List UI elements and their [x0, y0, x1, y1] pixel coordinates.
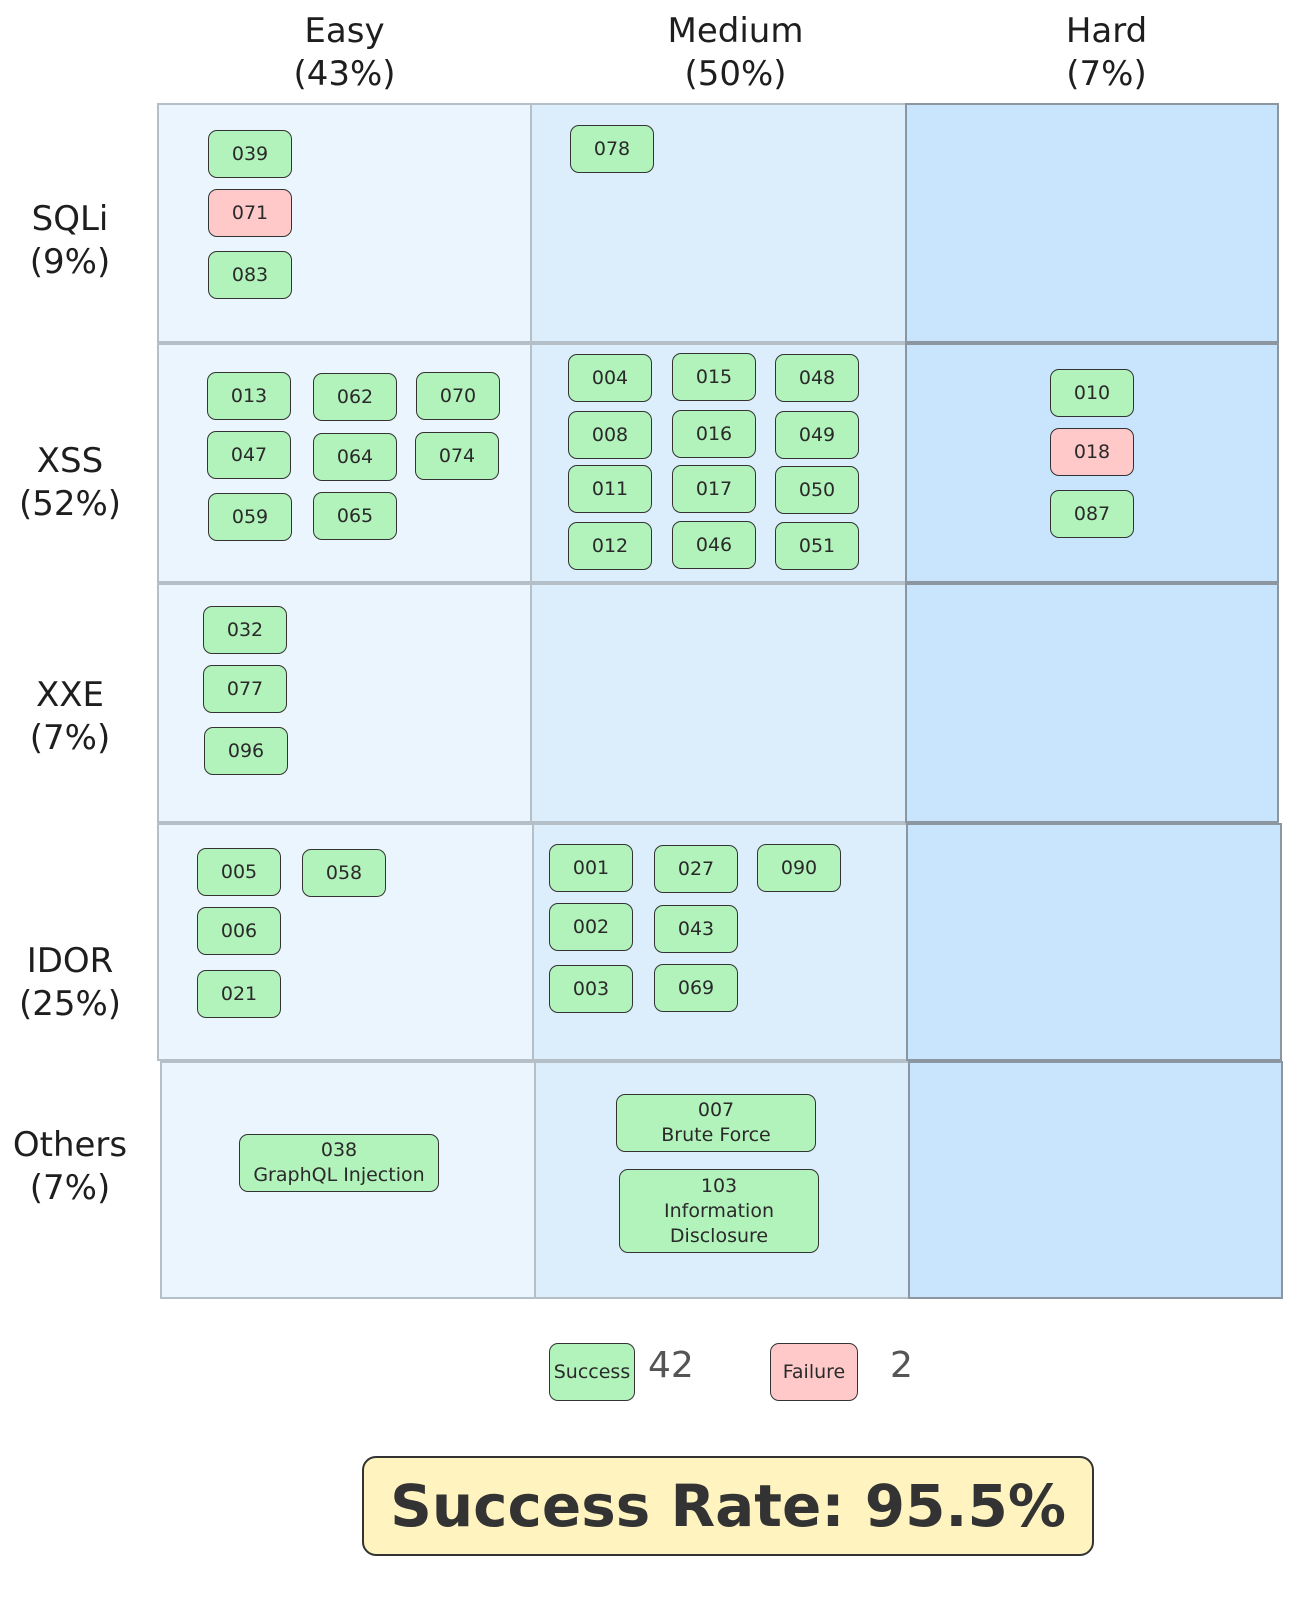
- chip-label: Disclosure: [669, 1224, 769, 1247]
- row-percent: (25%): [18, 984, 122, 1024]
- cell-sqli-easy: 039 071 083: [157, 103, 532, 343]
- row-header-idor: IDOR (25%): [0, 940, 140, 1026]
- cell-sqli-hard: [905, 103, 1279, 343]
- column-header-easy: Easy (43%): [157, 10, 532, 96]
- chip-success[interactable]: 008: [568, 411, 652, 459]
- chip-success[interactable]: 003: [549, 965, 633, 1013]
- row-percent: (9%): [29, 242, 111, 282]
- chip-success[interactable]: 059: [208, 493, 292, 541]
- row-name: Others: [12, 1125, 128, 1165]
- chip-success[interactable]: 001: [549, 844, 633, 892]
- cell-sqli-medium: 078: [530, 103, 907, 343]
- chip-success[interactable]: 021: [197, 970, 281, 1018]
- chip-id: 038: [320, 1139, 358, 1161]
- row-header-xxe: XXE (7%): [0, 674, 140, 760]
- chip-failure[interactable]: 018: [1050, 428, 1134, 476]
- chip-success[interactable]: 051: [775, 522, 859, 570]
- chip-id: 007: [697, 1099, 735, 1121]
- row-header-xss: XSS (52%): [0, 440, 140, 526]
- chip-success[interactable]: 043: [654, 905, 738, 953]
- chip-success[interactable]: 032: [203, 606, 287, 654]
- cell-others-hard: [908, 1061, 1283, 1299]
- row-name: SQLi: [31, 199, 109, 239]
- cell-idor-medium: 001 027 090 002 043 003 069: [532, 823, 908, 1061]
- chip-success[interactable]: 049: [775, 411, 859, 459]
- row-name: XSS: [36, 441, 104, 481]
- chip-success[interactable]: 013: [207, 372, 291, 420]
- column-name: Easy: [304, 11, 385, 51]
- column-name: Medium: [667, 11, 804, 51]
- chip-success[interactable]: 006: [197, 907, 281, 955]
- chip-success[interactable]: 010: [1050, 369, 1134, 417]
- chip-success[interactable]: 058: [302, 849, 386, 897]
- chip-success[interactable]: 004: [568, 354, 652, 402]
- cell-xxe-easy: 032 077 096: [157, 583, 532, 823]
- legend-success-swatch: Success: [549, 1343, 635, 1401]
- cell-others-medium: 007 Brute Force 103 Information Disclosu…: [534, 1061, 910, 1299]
- row-header-others: Others (7%): [0, 1124, 140, 1210]
- chip-success[interactable]: 005: [197, 848, 281, 896]
- chip-success[interactable]: 002: [549, 903, 633, 951]
- chip-success[interactable]: 074: [415, 432, 499, 480]
- cell-idor-easy: 005 058 006 021: [157, 823, 534, 1061]
- column-percent: (7%): [1066, 54, 1147, 94]
- row-name: IDOR: [26, 941, 114, 981]
- chip-success[interactable]: 046: [672, 521, 756, 569]
- success-rate-box: Success Rate: 95.5%: [362, 1456, 1094, 1556]
- chip-label: GraphQL Injection: [253, 1164, 425, 1186]
- chip-success[interactable]: 065: [313, 492, 397, 540]
- row-percent: (7%): [29, 1168, 111, 1208]
- chip-success[interactable]: 050: [775, 466, 859, 514]
- column-percent: (50%): [684, 54, 787, 94]
- column-percent: (43%): [293, 54, 396, 94]
- cell-others-easy: 038 GraphQL Injection: [160, 1061, 536, 1299]
- chip-success[interactable]: 096: [204, 727, 288, 775]
- cell-idor-hard: [906, 823, 1282, 1061]
- chip-success[interactable]: 090: [757, 844, 841, 892]
- chip-success[interactable]: 069: [654, 964, 738, 1012]
- chip-success[interactable]: 012: [568, 522, 652, 570]
- chip-success[interactable]: 103 Information Disclosure: [619, 1169, 819, 1253]
- cell-xxe-hard: [905, 583, 1279, 823]
- chip-id: 103: [700, 1174, 738, 1197]
- chip-success[interactable]: 011: [568, 465, 652, 513]
- row-percent: (7%): [29, 718, 111, 758]
- row-header-sqli: SQLi (9%): [0, 198, 140, 284]
- chip-label: Information: [664, 1199, 774, 1222]
- chip-success[interactable]: 017: [672, 465, 756, 513]
- chip-success[interactable]: 078: [570, 125, 654, 173]
- column-header-medium: Medium (50%): [548, 10, 923, 96]
- cell-xxe-medium: [530, 583, 907, 823]
- chip-success[interactable]: 048: [775, 354, 859, 402]
- chip-success[interactable]: 087: [1050, 490, 1134, 538]
- legend-failure-swatch: Failure: [770, 1343, 858, 1401]
- chip-success[interactable]: 016: [672, 410, 756, 458]
- cell-xss-easy: 013 062 070 047 064 074 059 065: [157, 343, 532, 583]
- cell-xss-medium: 004 015 048 008 016 049 011 017 050 012 …: [530, 343, 907, 583]
- chip-success[interactable]: 070: [416, 372, 500, 420]
- chip-success[interactable]: 064: [313, 433, 397, 481]
- legend-failure-count: 2: [890, 1345, 913, 1386]
- column-header-hard: Hard (7%): [919, 10, 1294, 96]
- column-name: Hard: [1065, 11, 1148, 51]
- chip-success[interactable]: 077: [203, 665, 287, 713]
- chip-label: Brute Force: [661, 1124, 771, 1146]
- chip-failure[interactable]: 071: [208, 189, 292, 237]
- chip-success[interactable]: 007 Brute Force: [616, 1094, 816, 1152]
- chip-success[interactable]: 083: [208, 251, 292, 299]
- cell-xss-hard: 010 018 087: [905, 343, 1279, 583]
- row-percent: (52%): [18, 484, 122, 524]
- chip-success[interactable]: 015: [672, 353, 756, 401]
- chip-success[interactable]: 062: [313, 373, 397, 421]
- chip-success[interactable]: 039: [208, 130, 292, 178]
- chip-success[interactable]: 047: [207, 431, 291, 479]
- row-name: XXE: [35, 675, 105, 715]
- chip-success[interactable]: 027: [654, 845, 738, 893]
- chip-success[interactable]: 038 GraphQL Injection: [239, 1134, 439, 1192]
- legend-success-count: 42: [648, 1345, 694, 1386]
